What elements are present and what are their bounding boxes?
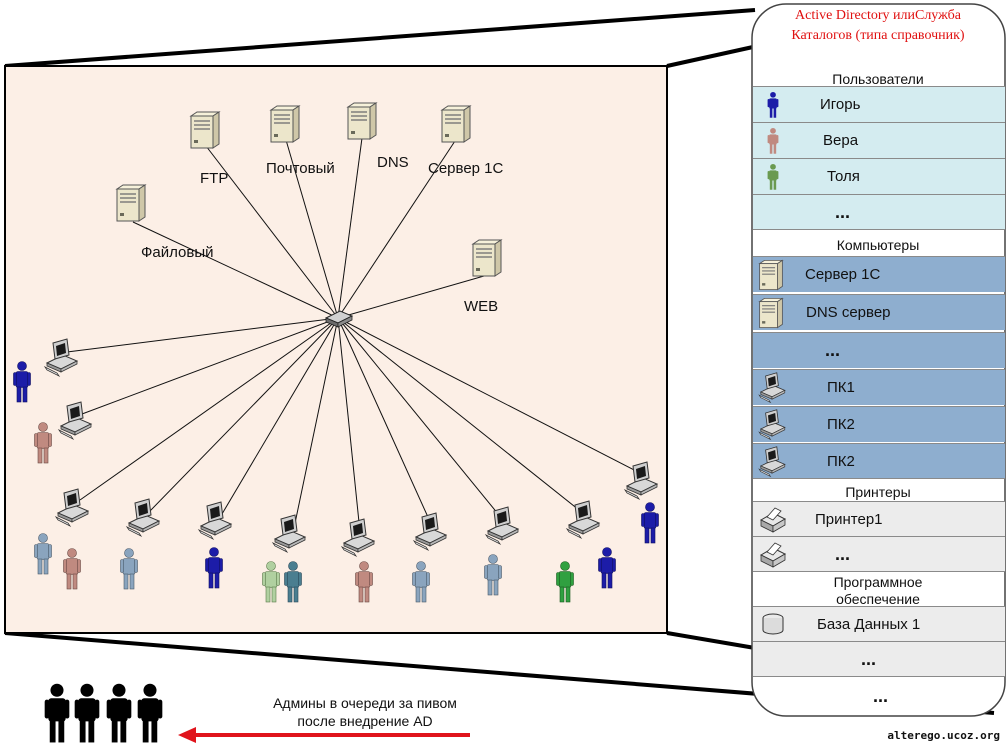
user-row[interactable]: ...	[753, 194, 1005, 230]
user-row[interactable]: Толя	[753, 158, 1005, 194]
network-link	[337, 140, 456, 319]
server-label-ftp: FTP	[200, 170, 229, 187]
network-link	[221, 317, 339, 515]
printer-row[interactable]: Принтер1	[753, 501, 1005, 537]
computer-row[interactable]: ПК2	[753, 406, 1005, 442]
arrow-left-icon	[178, 727, 470, 743]
network-link	[337, 317, 361, 533]
computer-name: ПК2	[827, 416, 855, 433]
server-label-mail: Почтовый	[266, 160, 335, 177]
server-label-file: Файловый	[141, 244, 214, 261]
admin-icon	[74, 683, 100, 743]
network-link	[337, 317, 585, 515]
web-server-icon	[472, 239, 502, 277]
computer-row[interactable]: ПК2	[753, 443, 1005, 479]
admins-group	[44, 683, 163, 743]
directory-title: Active Directory илиСлужба Каталогов (ти…	[760, 6, 996, 46]
watermark: alterego.ucoz.org	[887, 729, 1000, 742]
person-icon	[767, 127, 779, 154]
user-name: Толя	[827, 168, 860, 185]
server-icon	[759, 259, 783, 291]
computer-row[interactable]: ПК1	[753, 369, 1005, 405]
computer-name: ПК1	[827, 379, 855, 396]
network-link	[285, 139, 339, 319]
admins-caption: Админы в очереди за пивом после внедрени…	[230, 694, 500, 730]
admin-icon	[44, 683, 70, 743]
computer-name: DNS сервер	[806, 304, 891, 321]
server-label-1c: Сервер 1С	[428, 160, 504, 177]
database-icon	[762, 613, 784, 635]
network-links	[66, 137, 643, 533]
ftp-server-icon	[190, 111, 220, 149]
software-section-title: Программное обеспечение	[752, 574, 1004, 608]
network-panel	[4, 65, 668, 634]
printer-more: ...	[835, 544, 851, 564]
admins-caption-line2: после внедрение AD	[297, 713, 433, 729]
admin-icon	[106, 683, 132, 743]
user-name: Игорь	[820, 96, 861, 113]
software-title-line1: Программное	[833, 574, 923, 590]
computer-row[interactable]: DNS сервер	[753, 294, 1005, 330]
network-link	[132, 221, 339, 319]
network-link	[79, 317, 339, 501]
person-icon	[767, 91, 779, 118]
admins-caption-line1: Админы в очереди за пивом	[273, 695, 457, 711]
printers-section-title: Принтеры	[845, 484, 911, 500]
user-row[interactable]: Игорь	[753, 86, 1005, 122]
workstation-icon	[758, 409, 786, 440]
software-name: База Данных 1	[817, 616, 921, 633]
1c-server-icon	[441, 105, 471, 143]
workstation-icon	[758, 446, 786, 477]
software-more: ...	[861, 649, 877, 669]
user-more: ...	[835, 202, 851, 222]
network-link	[205, 145, 339, 319]
network-link	[337, 317, 433, 527]
switch-icon	[324, 310, 354, 328]
software-row[interactable]: ...	[753, 641, 1005, 677]
network-link	[293, 317, 339, 529]
computer-row[interactable]: ...	[753, 332, 1005, 368]
network-link	[337, 317, 643, 475]
network-link	[337, 275, 485, 319]
person-icon	[767, 163, 779, 190]
network-link	[81, 317, 339, 415]
dns-server-icon	[347, 102, 377, 140]
server-icon	[759, 297, 783, 329]
computer-row[interactable]: Сервер 1С	[753, 256, 1005, 292]
printer-row[interactable]: ...	[753, 536, 1005, 572]
user-row[interactable]: Вера	[753, 122, 1005, 158]
computers-section-title: Компьютеры	[836, 237, 920, 253]
mail-server-icon	[270, 105, 300, 143]
computer-name: Сервер 1С	[805, 266, 881, 283]
users-section-title: Пользователи	[832, 71, 924, 87]
printer-icon	[760, 542, 786, 568]
workstation-icon	[758, 372, 786, 403]
printer-icon	[760, 507, 786, 533]
directory-footer-dots: ...	[873, 686, 889, 706]
zoom-line-mid	[666, 43, 763, 68]
computer-more: ...	[825, 340, 841, 360]
computer-name: ПК2	[827, 453, 855, 470]
printer-name: Принтер1	[815, 511, 883, 528]
software-row[interactable]: База Данных 1	[753, 606, 1005, 642]
admin-icon	[137, 683, 163, 743]
network-link	[66, 317, 339, 353]
network-link	[337, 317, 504, 521]
directory-title-line2: Каталогов (типа справочник)	[791, 28, 965, 43]
network-link	[337, 137, 363, 319]
user-name: Вера	[823, 132, 859, 149]
zoom-line-top	[4, 8, 756, 68]
directory-title-line1: Active Directory илиСлужба	[795, 8, 961, 23]
software-title-line2: обеспечение	[836, 591, 920, 607]
server-label-dns: DNS	[377, 154, 409, 171]
zoom-line-bottom-right	[666, 631, 756, 650]
server-label-web: WEB	[464, 298, 499, 315]
network-link	[149, 317, 339, 512]
file-server-icon	[116, 184, 146, 222]
